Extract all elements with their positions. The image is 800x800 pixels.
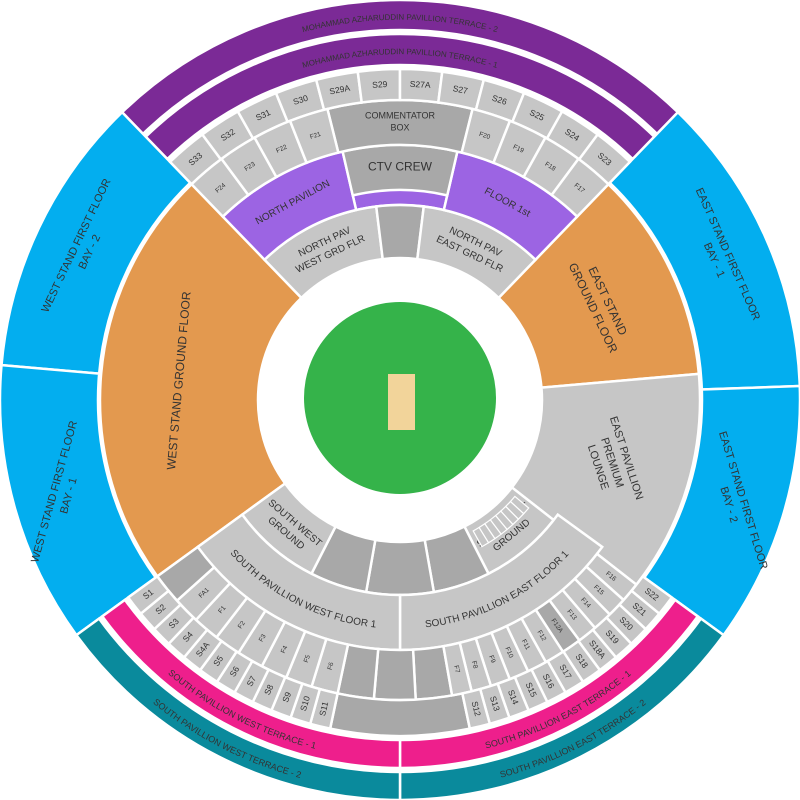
seat-block-area[interactable]: [288, 107, 340, 165]
south-pav-west-terrace-1-area[interactable]: [100, 598, 402, 770]
pitch-strip: [388, 374, 415, 430]
section-south-s-middle[interactable]: [328, 691, 472, 738]
seat-block[interactable]: S29A: [314, 70, 364, 112]
west-ground-area[interactable]: [98, 182, 304, 579]
seat-block-area[interactable]: [460, 687, 492, 731]
small-box-seat[interactable]: [472, 526, 490, 548]
west-bay-2-area[interactable]: [0, 110, 192, 376]
south-pav-west-terrace-2-area[interactable]: [74, 616, 402, 800]
section-south-middle-2[interactable]: [364, 538, 436, 597]
section-south-f-middle-2[interactable]: [372, 647, 418, 702]
seat-block-area[interactable]: [356, 67, 402, 104]
commentator-box-area[interactable]: [325, 98, 475, 155]
ctv-crew-area[interactable]: [341, 143, 459, 197]
seat-block-area[interactable]: [549, 157, 611, 219]
seat-block[interactable]: S29: [356, 67, 402, 104]
west-bay-1-area[interactable]: [0, 363, 158, 637]
seat-block[interactable]: S27A: [398, 67, 444, 104]
seat-block-area[interactable]: [314, 70, 364, 112]
section-north-pav-middle[interactable]: [374, 203, 426, 261]
south-f-middle-2-area[interactable]: [372, 647, 418, 702]
seat-block-area[interactable]: [126, 574, 171, 616]
seat-block-area[interactable]: [398, 67, 444, 104]
north-pav-middle-area[interactable]: [374, 203, 426, 261]
section-ctv-crew[interactable]: CTV CREW: [341, 143, 459, 197]
south-middle-2-area[interactable]: [364, 538, 436, 597]
south-s-middle-area[interactable]: [328, 691, 472, 738]
